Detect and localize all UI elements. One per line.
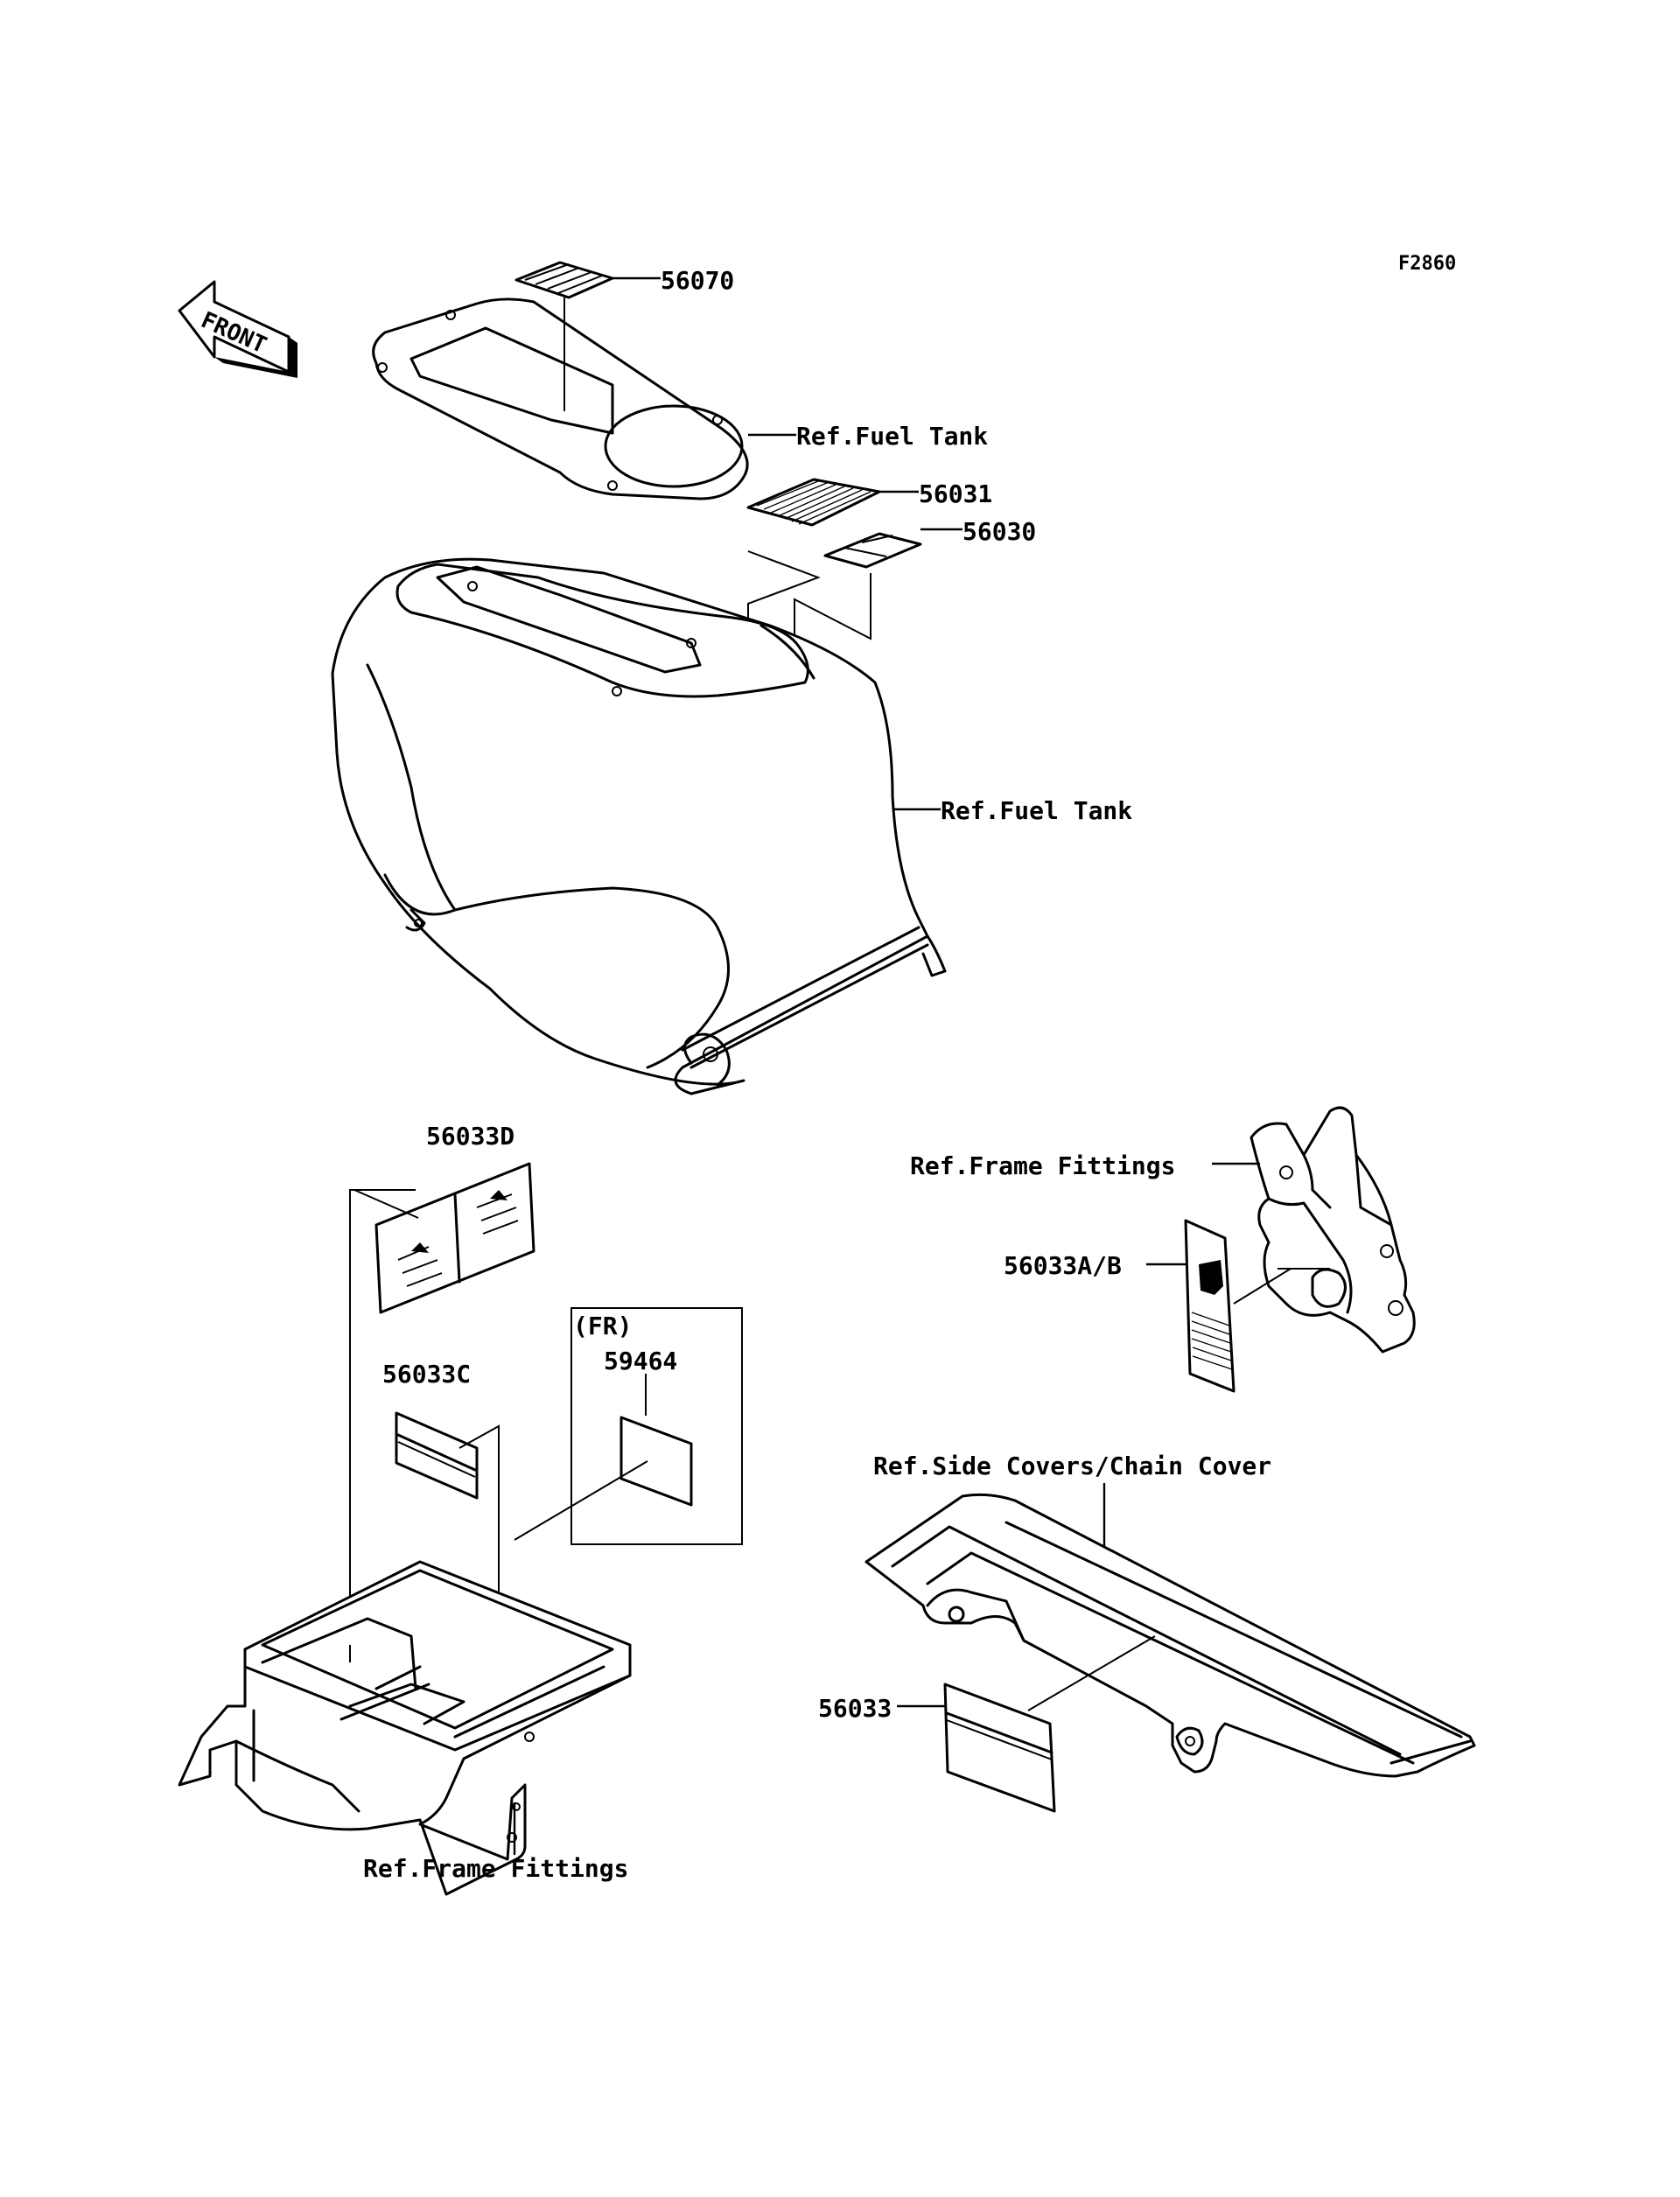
sticker-56070 — [514, 261, 614, 299]
sticker-56033d — [374, 1162, 536, 1314]
chain-cover — [864, 1493, 1476, 1778]
fr-box — [570, 1307, 743, 1545]
ref-side-covers-chain-cover: Ref.Side Covers/Chain Cover — [873, 1452, 1271, 1480]
label-56031: 56031 — [919, 479, 992, 508]
ref-frame-fittings-bottom: Ref.Frame Fittings — [363, 1854, 628, 1883]
label-56070: 56070 — [661, 266, 734, 295]
label-56033d: 56033D — [426, 1122, 514, 1151]
fuel-tank — [331, 557, 947, 1095]
frame-fitting-bracket-right — [1250, 1106, 1416, 1354]
label-56033c: 56033C — [382, 1360, 471, 1389]
sticker-56033ab — [1184, 1219, 1236, 1393]
sticker-56033 — [943, 1683, 1056, 1813]
label-56030: 56030 — [962, 517, 1036, 546]
ref-fuel-tank-cover: Ref.Fuel Tank — [796, 422, 988, 451]
label-59464: 59464 — [604, 1347, 677, 1375]
sticker-56031 — [746, 478, 881, 527]
sticker-56030 — [823, 532, 922, 569]
fr-note: (FR) — [573, 1312, 632, 1340]
ref-frame-fittings-right: Ref.Frame Fittings — [910, 1151, 1175, 1180]
ref-fuel-tank: Ref.Fuel Tank — [941, 796, 1132, 825]
label-56033ab: 56033A/B — [1004, 1251, 1122, 1280]
sticker-59464 — [620, 1416, 693, 1507]
figure-code: F2860 — [1398, 253, 1456, 275]
label-56033: 56033 — [818, 1694, 892, 1723]
sticker-56033c — [395, 1411, 479, 1500]
fuel-tank-cover — [372, 297, 749, 500]
front-arrow-icon: FRONT — [178, 280, 298, 378]
battery-case — [178, 1560, 632, 1896]
